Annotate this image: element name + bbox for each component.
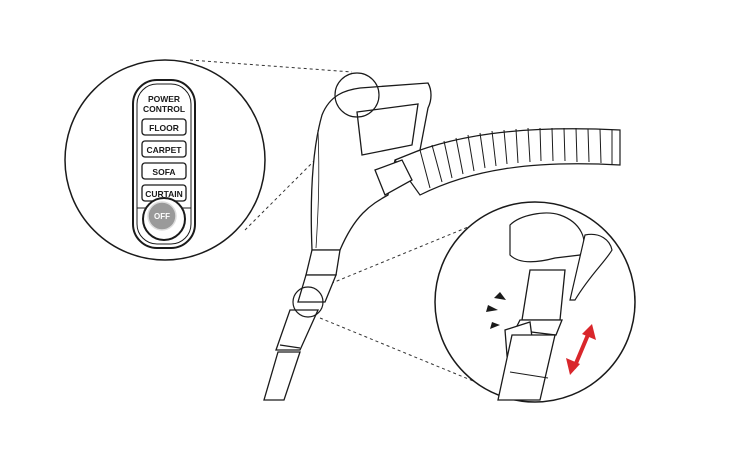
- floor-button[interactable]: FLOOR: [141, 118, 187, 136]
- vacuum-handle: [305, 82, 432, 276]
- svg-text:FLOOR: FLOOR: [149, 123, 179, 133]
- pipe-release-zoom: [434, 201, 636, 403]
- pipe-callout-circle: [292, 286, 324, 318]
- power-control-title-2: CONTROL: [143, 104, 185, 114]
- handle-callout-circle: [334, 72, 380, 118]
- hand-illustration: [509, 212, 585, 263]
- flexible-hose: [394, 127, 621, 196]
- svg-text:SOFA: SOFA: [152, 167, 175, 177]
- slide-double-arrow-icon: [566, 324, 596, 375]
- telescopic-pipe: [263, 274, 337, 401]
- power-control-title-1: POWER: [148, 94, 180, 104]
- carpet-button[interactable]: CARPET: [141, 140, 187, 158]
- leader-lines: [189, 59, 501, 393]
- sofa-button[interactable]: SOFA: [141, 162, 187, 180]
- svg-text:CARPET: CARPET: [147, 145, 183, 155]
- off-button[interactable]: OFF: [137, 197, 191, 241]
- power-control-zoom: POWER CONTROL FLOOR CARPET SOFA CURTAIN …: [64, 59, 266, 261]
- click-sound-icon: [486, 292, 506, 329]
- svg-text:CURTAIN: CURTAIN: [145, 189, 183, 199]
- svg-text:OFF: OFF: [154, 212, 170, 221]
